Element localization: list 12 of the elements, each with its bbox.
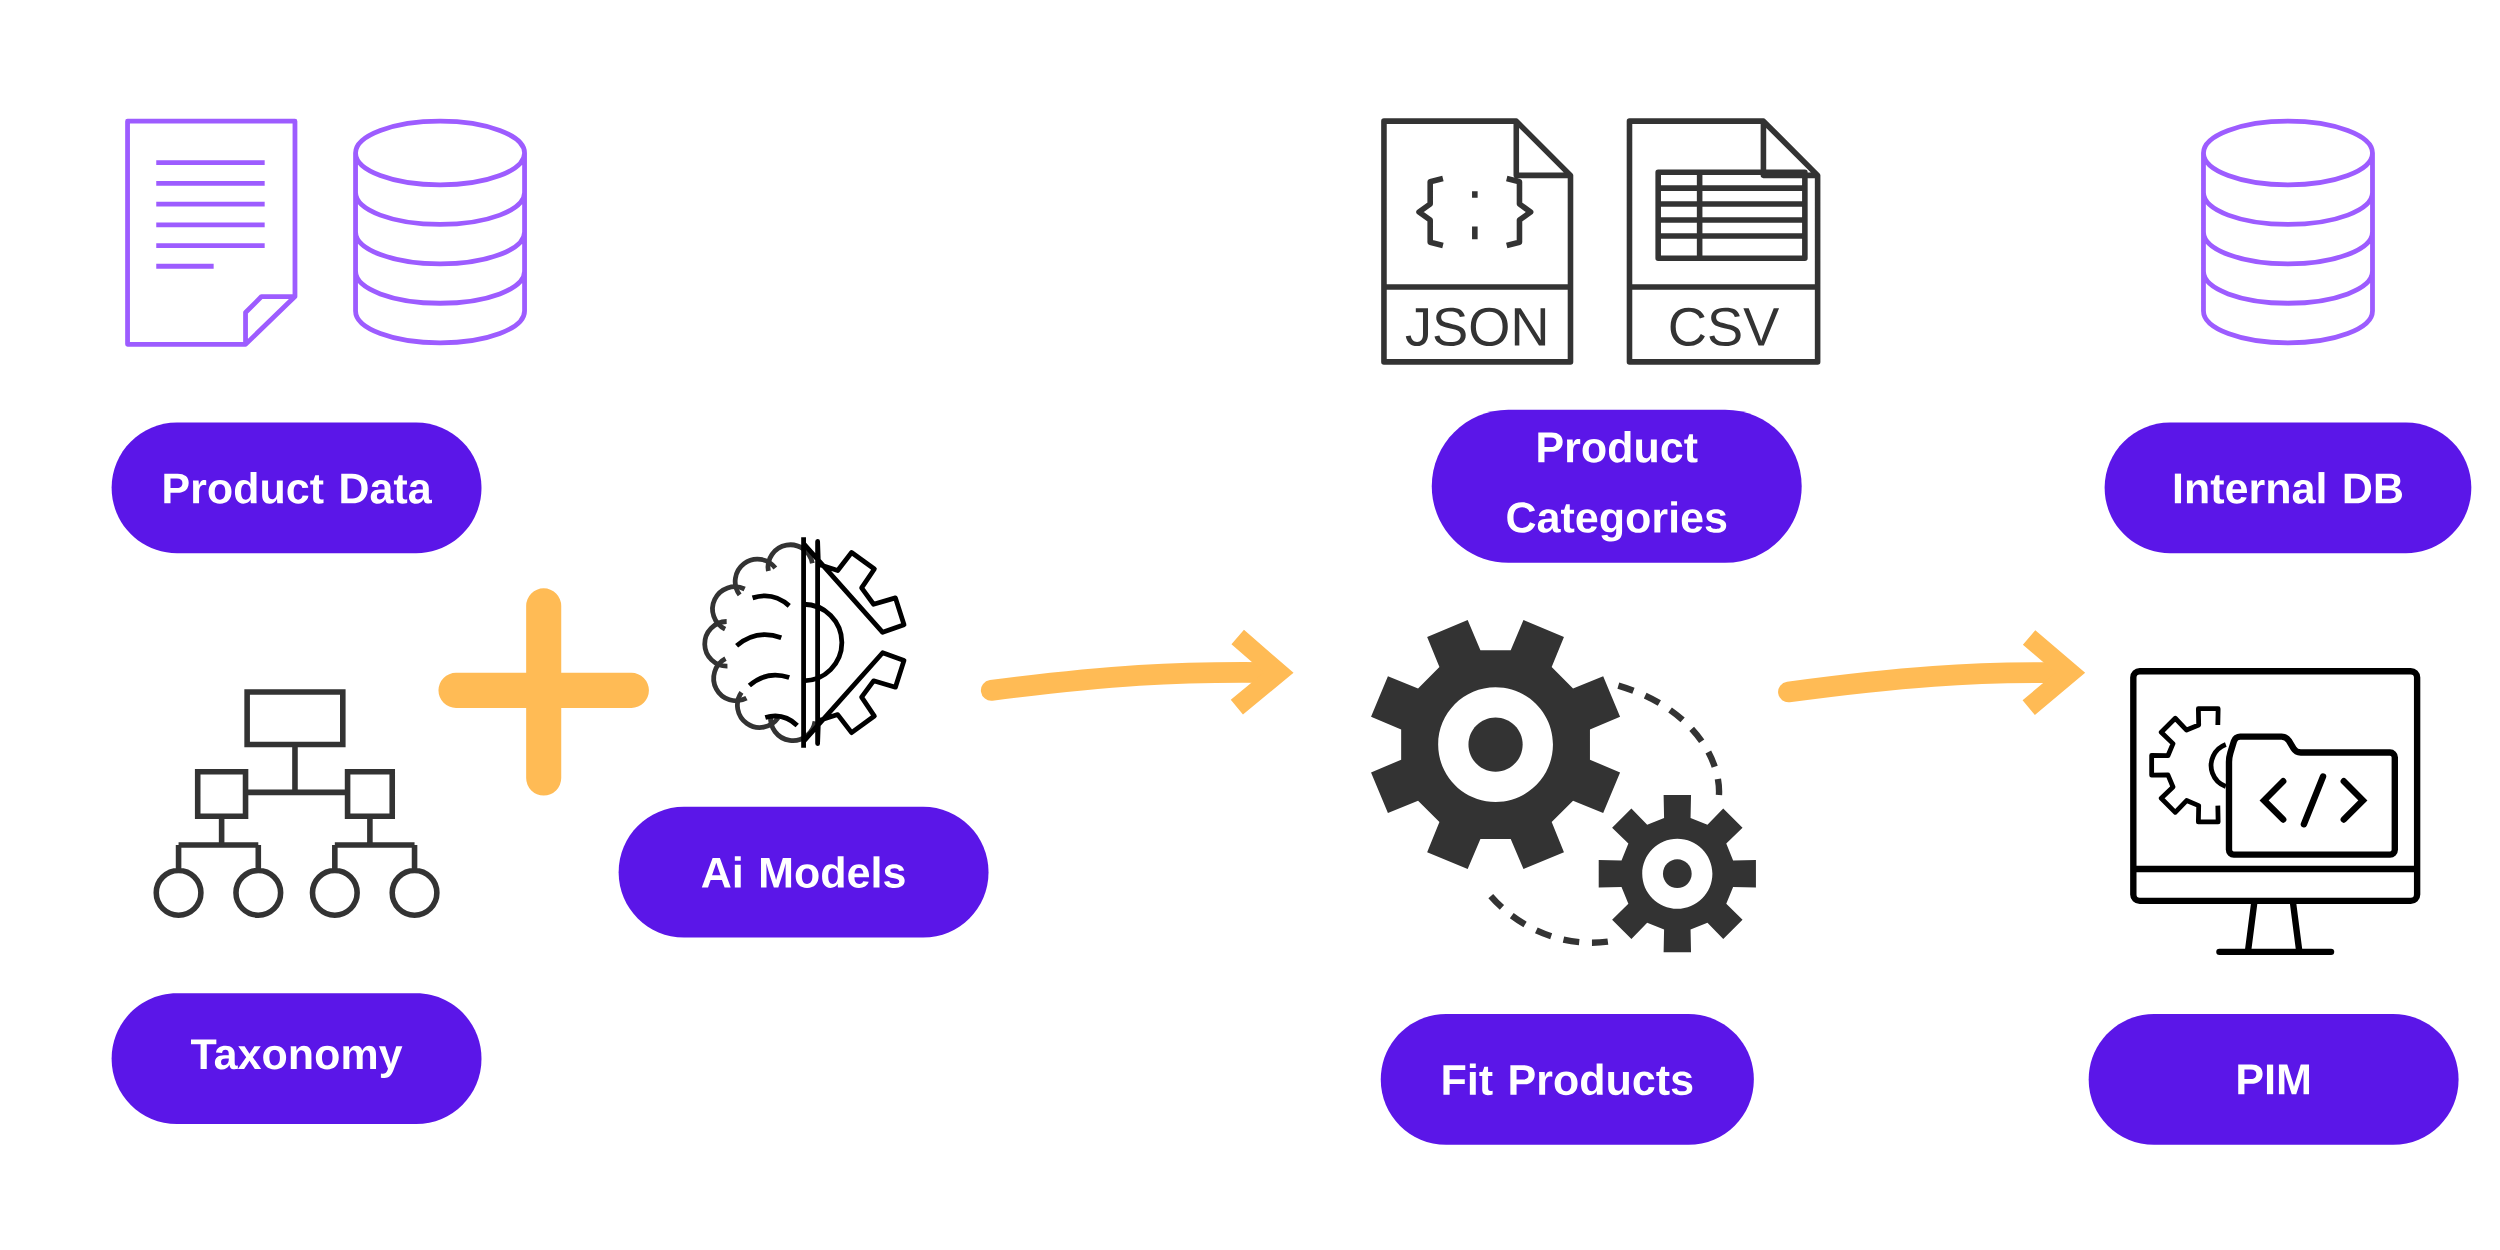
monitor-icon bbox=[2130, 668, 2421, 956]
arrow bbox=[1778, 630, 2086, 715]
rounded-label: Product Data bbox=[111, 422, 482, 554]
rounded-label: PIM bbox=[2088, 1014, 2459, 1145]
rounded-label: Ai Models bbox=[618, 806, 989, 938]
rounded-label: Product Categories bbox=[1431, 409, 1802, 563]
rounded-label: Fit Products bbox=[1380, 1014, 1754, 1145]
arrow bbox=[980, 629, 1294, 715]
rounded-label: Internal DB bbox=[2104, 422, 2472, 554]
brain-gear-icon bbox=[702, 537, 907, 748]
gears-icon bbox=[1371, 620, 1756, 953]
rounded-label: Taxonomy bbox=[111, 993, 482, 1125]
